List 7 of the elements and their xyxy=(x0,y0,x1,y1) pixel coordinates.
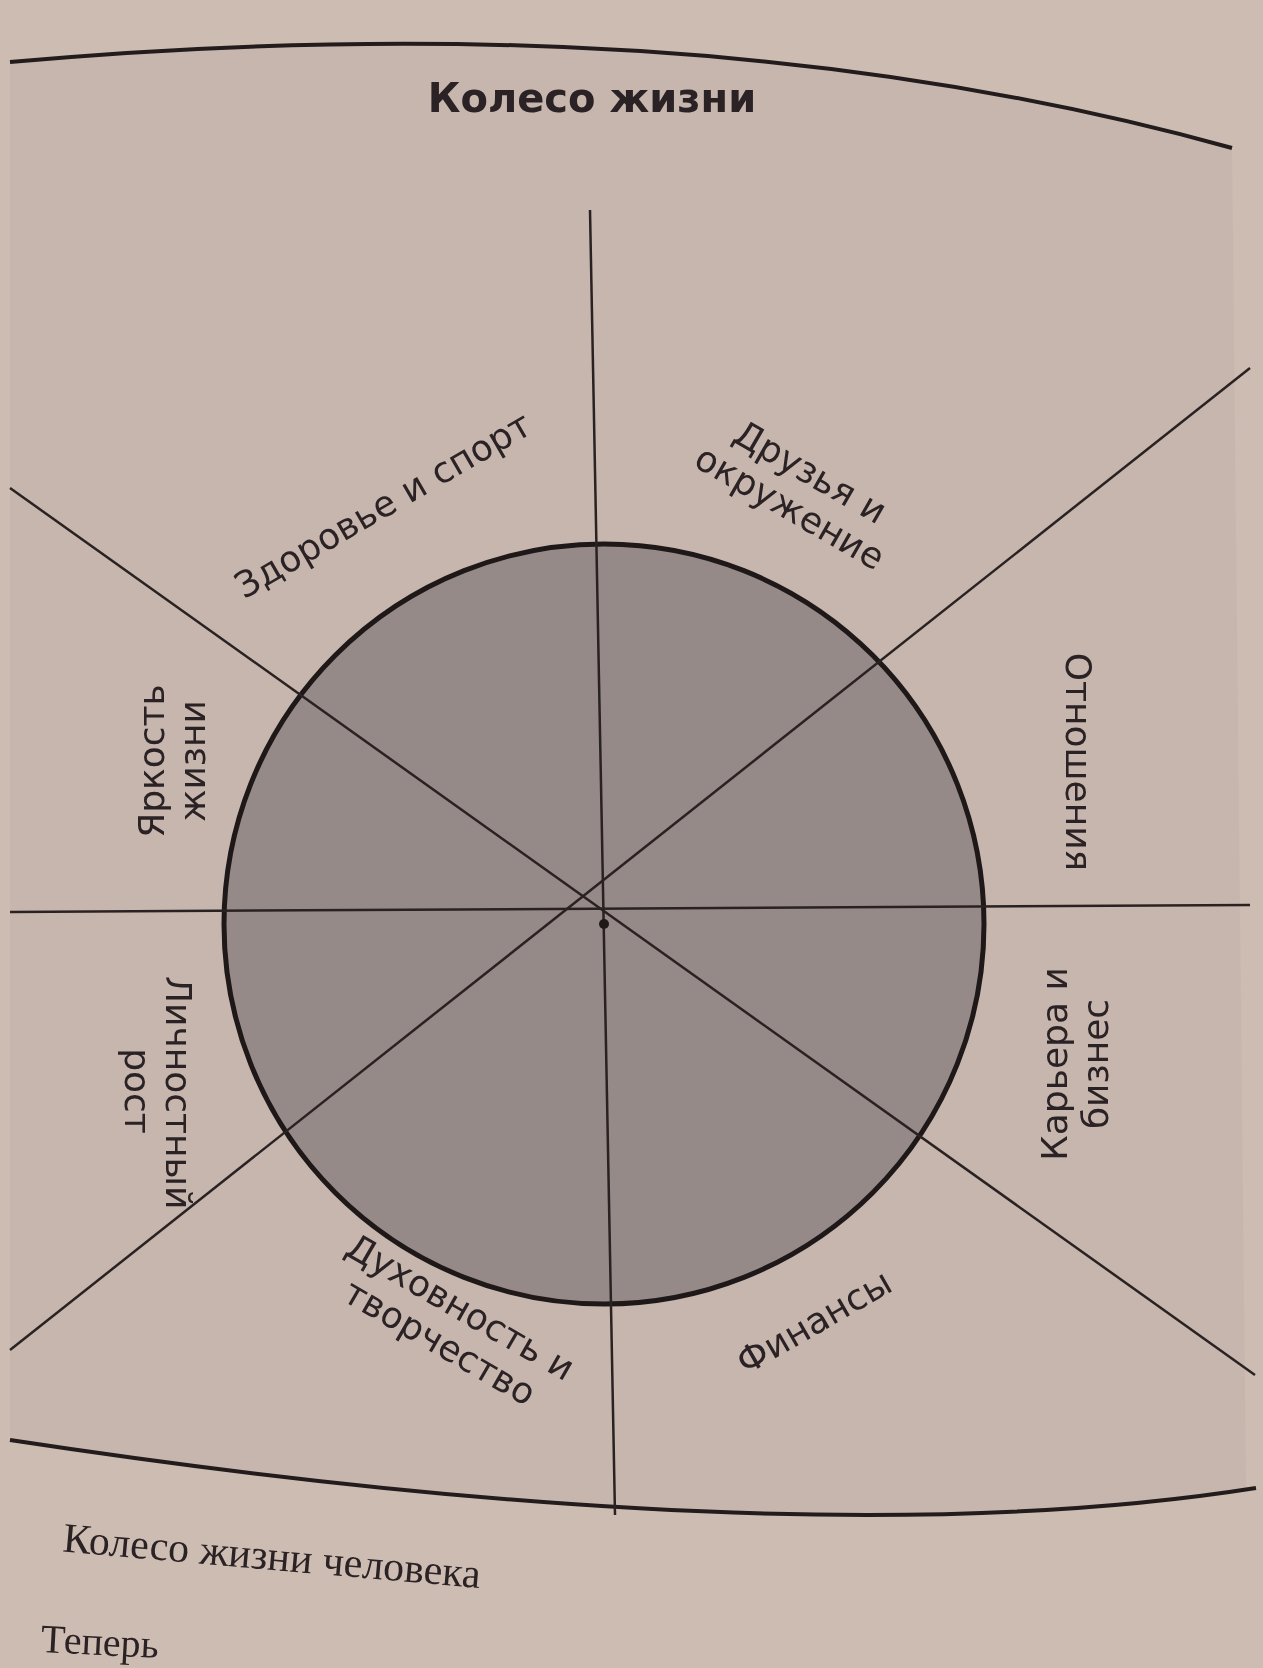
sector-label: Яркость жизни xyxy=(130,683,214,840)
sector-label: Личностный рост xyxy=(116,976,200,1206)
body-text: Теперь xyxy=(38,1614,162,1668)
figure-caption: Колесо жизни человека xyxy=(61,1513,483,1599)
sector-label: Карьера и бизнес xyxy=(1033,966,1117,1163)
diagram-title: Колесо жизни xyxy=(427,75,757,121)
sector-label: Отношения xyxy=(1057,651,1099,874)
